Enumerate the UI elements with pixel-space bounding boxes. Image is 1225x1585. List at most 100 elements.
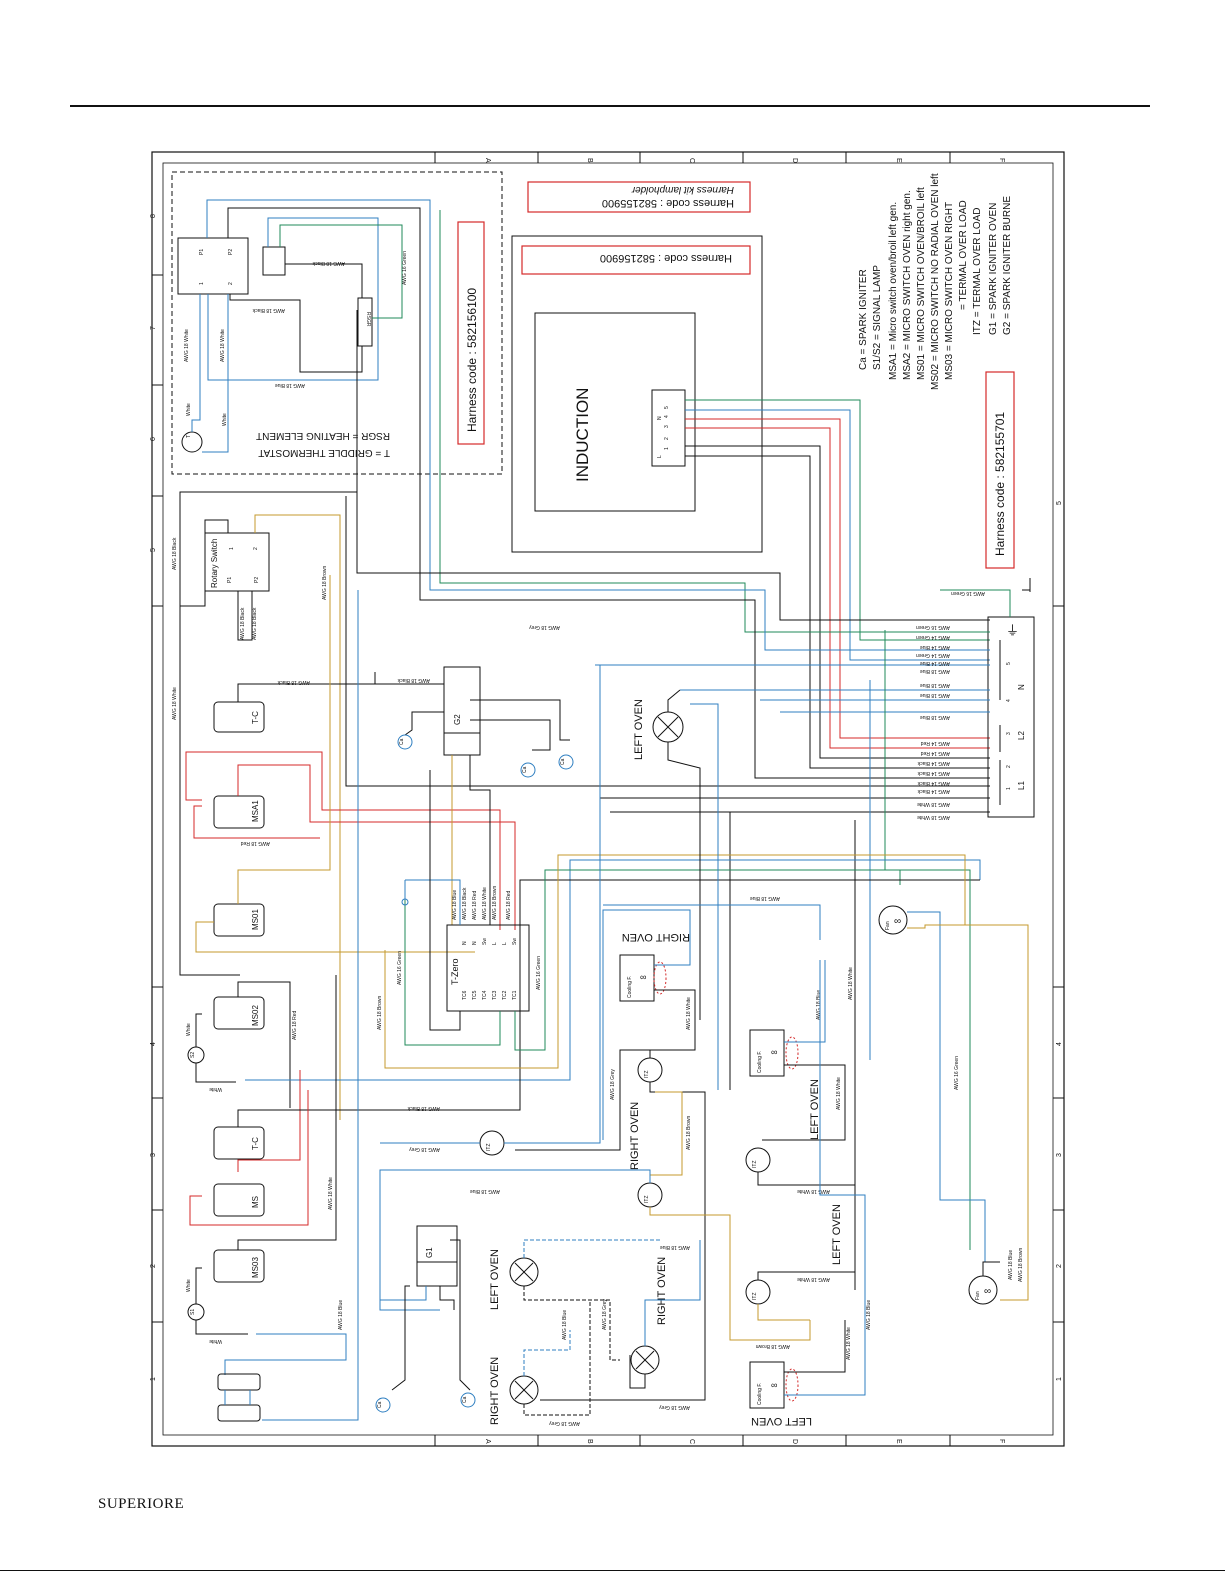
itz-right-1-wire-2: AWG 18 Brown (686, 1116, 692, 1150)
induction-term-3: 3 (664, 425, 670, 428)
terminal-l2: L2 (1017, 731, 1026, 740)
terminal-3: 3 (1006, 732, 1012, 735)
cooling-2-wire-white: AWG 18 White (848, 967, 854, 1000)
blue-long-label: AWG 18 Blue (750, 895, 780, 901)
legend-tol: = TERMAL OVER LOAD (958, 200, 969, 310)
lampholder-harness: Harness kit lampholder Harness code : 58… (527, 181, 751, 213)
fan3-wire-blue: AWG 18 Blue (562, 1310, 568, 1340)
griddle-harness-code: Harness code : 582156100 (465, 288, 479, 432)
itz-right-1-wire: AWG 18 Grey (610, 1069, 616, 1100)
itz-left-2-wire: AWG 18 White (797, 1276, 830, 1282)
terminal-5: 5 (1006, 662, 1012, 665)
induction-harness-code: Harness code : 582156900 (600, 252, 732, 264)
row-label-3-right: 3 (1056, 1153, 1063, 1157)
legend-msa2: MSA2 = MICRO SWITCH OVEN right gen. (902, 190, 913, 380)
ms02-switch (213, 996, 265, 1030)
convection-fans: Fan ∞ Fan ∞ AWG 18 Blue AWG 18 Brown AWG… (878, 905, 1029, 1305)
col-label-a-bottom: A (484, 1439, 491, 1444)
fan-upper-icon: ∞ (894, 916, 901, 927)
cooling-fan-3-label: Cooling F. (757, 1383, 763, 1405)
g1-ca-1 (375, 1397, 391, 1413)
g1-ca-2-label: Ca (462, 1396, 468, 1403)
legend-g2: G2 = SPARK IGNITER BURNE (1002, 196, 1013, 335)
itz-left-1 (745, 1147, 771, 1173)
col-label-b-bottom: B (586, 1439, 593, 1444)
tz-wire-brown: AWG 18 Brown (492, 886, 498, 920)
fan2-wire: AWG 18 Blue (660, 1244, 690, 1250)
grid-labels-bottom: A B C D E F (484, 1439, 1005, 1444)
fan-upper-label: Fan (885, 921, 891, 930)
ms01-label: MS01 (251, 909, 260, 930)
itz-right-2-label: ITZ (644, 1196, 650, 1204)
lampholder-title: Harness kit lampholder (631, 184, 734, 195)
row-label-2: 2 (150, 1264, 157, 1268)
wl-green-a: AWG 16 Green (916, 624, 950, 630)
terminal-ground: ⏚ (1006, 623, 1019, 638)
griddle-2: 2 (228, 282, 234, 285)
griddle-wire-green: AWG 16 Green (402, 251, 408, 285)
ms-switch (213, 1183, 265, 1217)
ms02-wire-white-2: White (186, 1023, 192, 1036)
induction-term-5: 5 (664, 406, 670, 409)
itz-right-2-wire: AWG 18 Blue (470, 1188, 500, 1194)
tz-bot-1: TC6 (462, 990, 468, 1000)
ms03-wire-white: White (209, 1338, 222, 1344)
g2-label: G2 (453, 714, 462, 725)
rotary-p1: P1 (227, 577, 233, 583)
fan-lower-wire-blue: AWG 18 Blue (1008, 1250, 1014, 1280)
legend-itz: ITZ = TERMAL OVER LOAD (972, 207, 983, 335)
cooling-fan-2-icon: ∞ (771, 1047, 777, 1057)
ground-wire-label: AWG 16 Green (951, 590, 985, 596)
main-harness-code: Harness code : 582155701 (993, 412, 1007, 556)
terminal-4: 4 (1006, 699, 1012, 702)
rotary-wire-brown: AWG 18 Brown (322, 566, 328, 600)
brand-logo: SUPERIORE (98, 1496, 185, 1512)
griddle-legend-1: T = GRIDDLE THERMOSTAT (258, 447, 390, 458)
tz-top-3: Sw (482, 938, 488, 945)
right-oven-label-1: RIGHT OVEN (622, 931, 690, 943)
induction-harness-code-box (521, 245, 751, 275)
induction-term-2: 2 (664, 437, 670, 440)
rotary-2: 2 (253, 547, 259, 550)
tc-bottom-wire: AWG 18 Black (407, 1105, 440, 1111)
wl-grey-a: AWG 18 Grey (529, 624, 560, 630)
rotary-wire-white: AWG 18 White (172, 687, 178, 720)
rotary-wire-black-2: AWG 18 Black (240, 607, 246, 640)
msa1-label: MSA1 (251, 800, 260, 822)
rotary-switch-label: Rotary Switch (210, 539, 219, 588)
tz-top-6: Sw (512, 938, 518, 945)
cooling-2-wire: AWG 18 White (836, 1077, 842, 1110)
tz-bot-5: TC2 (502, 990, 508, 1000)
t-zero-label: T-Zero (450, 958, 460, 985)
rotary-wire-black-3: AWG 18 Black (252, 607, 258, 640)
ms03-wire-blue: AWG 18 Blue (338, 1300, 344, 1330)
terminal-2: 2 (1006, 765, 1012, 768)
col-label-b: B (586, 158, 593, 163)
grid-labels-left: 8 7 6 5 4 3 2 1 (150, 214, 157, 1381)
cooling-fan-1 (619, 954, 655, 1002)
tz-bot-3: TC4 (482, 990, 488, 1000)
cooling-fan-1-label: Cooling F. (627, 976, 633, 998)
g1-ca-1-label: Ca (377, 1401, 383, 1408)
left-oven-label-5: LEFT OVEN (751, 1415, 812, 1427)
wl-blue-d: AWG 18 Blue (920, 682, 950, 688)
tz-bot-6: TC1 (512, 990, 518, 1000)
itz-mid-1 (479, 1130, 505, 1156)
wl-green-c: AWG 14 Green (916, 652, 950, 658)
wl-blue-a: AWG 14 Blue (920, 644, 950, 650)
bottom-connector-1 (217, 1373, 261, 1391)
tz-wire-red: AWG 18 Red (472, 891, 478, 920)
left-oven-label-top: LEFT OVEN (633, 699, 645, 760)
induction-term-1: 1 (664, 447, 670, 450)
left-oven-label-3: LEFT OVEN (809, 1079, 821, 1140)
cooling-fan-1-icon: ∞ (640, 972, 646, 982)
tz-top-5: L (502, 942, 508, 945)
ms03-switch (213, 1249, 265, 1283)
fan3-wire-grey-3: AWG 18 Grey (659, 1404, 690, 1410)
itz-mid-wire: AWG 18 Grey (409, 1146, 440, 1152)
g2-ca-1 (397, 734, 413, 750)
fan3-wire-grey-2: AWG 18 Grey (602, 1299, 608, 1330)
g2-ca-2 (520, 762, 536, 778)
tz-wire-black: AWG 18 Black (462, 887, 468, 920)
tc-top (213, 701, 265, 733)
